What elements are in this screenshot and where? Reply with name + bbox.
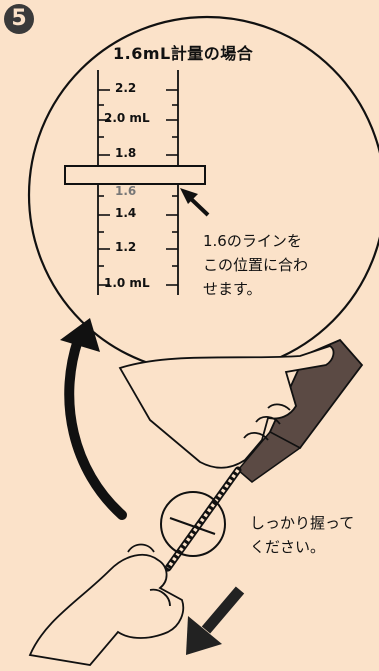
- scale-label-2.2: 2.2: [115, 81, 137, 95]
- down-arrow-shaft: [201, 586, 245, 634]
- align-line-note: 1.6のラインを この位置に合わ せます。: [203, 232, 309, 298]
- highlight-circle: [160, 491, 226, 557]
- scale-title: 1.6mL計量の場合: [113, 44, 254, 63]
- lower-hand: [28, 543, 185, 666]
- magnifier-circle: [27, 15, 379, 375]
- step-number-badge: 5: [4, 4, 34, 34]
- scale-label-1.8: 1.8: [115, 146, 137, 160]
- upper-hand: [118, 345, 335, 469]
- scale-label-1.2: 1.2: [115, 240, 137, 254]
- curved-arrow-shaft: [64, 335, 127, 520]
- down-arrow-head: [186, 616, 222, 655]
- curved-arrow-head: [60, 318, 100, 352]
- grip-note: しっかり握って ください。: [250, 514, 355, 556]
- plunger-flange: [64, 165, 206, 185]
- scale-label-1.6-partial: 1.6: [115, 184, 137, 198]
- scale-label-1.4: 1.4: [115, 206, 137, 220]
- scale-label-1.0: 1.0 mL: [104, 276, 150, 290]
- highlight-flange: [169, 517, 216, 535]
- scale-label-2.0: 2.0 mL: [104, 111, 150, 125]
- pointer-arrow-head: [180, 188, 198, 204]
- tick-marks: [98, 89, 178, 286]
